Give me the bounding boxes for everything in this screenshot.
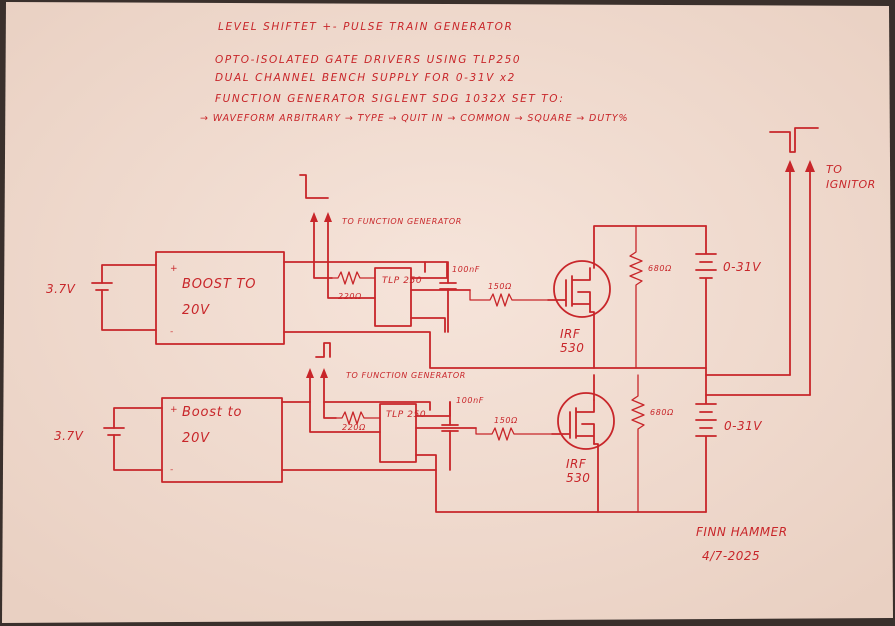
resistor-150-icon bbox=[469, 289, 549, 307]
supply-label: 0-31V bbox=[723, 260, 761, 274]
resistor-680-icon bbox=[631, 374, 645, 513]
boost-text-line-2: 20V bbox=[182, 303, 210, 318]
resistor-680-icon bbox=[629, 225, 643, 369]
capacitor-label: 100nF bbox=[456, 396, 484, 405]
to-ignitor-text: TO bbox=[826, 163, 842, 176]
minus-sign: - bbox=[170, 465, 174, 475]
resistor-150-icon bbox=[475, 427, 553, 441]
driver-text: TLP 250 bbox=[386, 410, 426, 420]
mosfet-text-line-2: 530 bbox=[560, 341, 584, 355]
resistor-gate-label: 220Ω bbox=[338, 292, 362, 301]
signature-name: FINN HAMMER bbox=[696, 525, 788, 539]
mosfet-symbol bbox=[547, 267, 591, 313]
supply-label: 0-31V bbox=[724, 419, 762, 433]
mosfet-symbol bbox=[551, 399, 595, 445]
pulse-waveform-icon bbox=[769, 127, 819, 153]
arrow-up-icon bbox=[306, 368, 314, 378]
supply-battery-icon bbox=[695, 225, 717, 369]
boost-text-line-2: 20V bbox=[182, 431, 210, 446]
supply-battery-icon bbox=[695, 374, 717, 513]
header-line-2: DUAL CHANNEL BENCH SUPPLY FOR 0-31V x2 bbox=[215, 72, 516, 84]
boost-label: BOOST TO 20V bbox=[182, 277, 261, 318]
signature-date: 4/7-2025 bbox=[702, 549, 760, 563]
arrow-up-icon bbox=[785, 160, 795, 172]
optocoupler-box bbox=[374, 267, 412, 327]
mosfet-drain-source-wires bbox=[589, 225, 707, 369]
plus-sign: + bbox=[170, 405, 178, 415]
mosfet-label: IRF 530 bbox=[566, 457, 591, 485]
resistor-series-label: 150Ω bbox=[488, 282, 512, 291]
battery-label: 3.7V bbox=[54, 429, 84, 443]
driver-text: TLP 250 bbox=[382, 276, 422, 286]
boost-output-wires bbox=[281, 401, 707, 513]
resistor-gate-label: 220Ω bbox=[342, 423, 366, 432]
supply-rail bbox=[323, 401, 431, 411]
to-function-generator-label: TO FUNCTION GENERATOR bbox=[346, 371, 466, 380]
to-ignitor-label: TO IGNITOR bbox=[826, 163, 876, 191]
mosfet-icon bbox=[557, 392, 615, 450]
boost-label: Boost to 20V bbox=[182, 405, 247, 446]
boost-text: BOOST TO bbox=[182, 277, 256, 292]
mosfet-text-line-2: 530 bbox=[566, 471, 590, 485]
header-line-3: FUNCTION GENERATOR SIGLENT SDG 1032X SET… bbox=[215, 93, 565, 105]
arrow-up-icon bbox=[324, 212, 332, 222]
pulse-waveform-icon bbox=[299, 174, 329, 199]
pulse-waveform-icon bbox=[315, 342, 331, 358]
resistor-load-label: 680Ω bbox=[648, 264, 672, 273]
minus-sign: - bbox=[170, 327, 174, 337]
battery-label: 3.7V bbox=[46, 282, 76, 296]
mosfet-text: IRF bbox=[566, 457, 587, 471]
supply-text: 0-31V bbox=[724, 419, 762, 433]
battery-wires bbox=[101, 264, 157, 331]
mosfet-drain-source-wires bbox=[593, 374, 599, 513]
resistor-220-icon bbox=[335, 411, 381, 425]
signature: FINN HAMMER 4/7-2025 bbox=[696, 525, 788, 563]
fg-input-wires bbox=[309, 401, 381, 433]
battery-wires bbox=[113, 407, 163, 471]
boost-converter-box bbox=[161, 397, 283, 483]
fg-input-wires bbox=[313, 261, 376, 299]
driver-output-wires bbox=[410, 261, 471, 333]
header-title: LEVEL SHIFTET +- PULSE TRAIN GENERATOR bbox=[218, 21, 513, 33]
header: LEVEL SHIFTET +- PULSE TRAIN GENERATOR O… bbox=[200, 21, 628, 124]
ignitor-output: TO IGNITOR bbox=[785, 160, 876, 396]
boost-converter-box bbox=[155, 251, 285, 345]
mosfet-label: IRF 530 bbox=[560, 327, 585, 355]
supply-text: 0-31V bbox=[723, 260, 761, 274]
boost-text: Boost to bbox=[182, 405, 242, 420]
header-line-4: → WAVEFORM ARBITRARY → TYPE → QUIT IN → … bbox=[200, 113, 628, 124]
channel-lower: TO FUNCTION GENERATOR 3.7V + - Boost to … bbox=[54, 342, 811, 513]
mosfet-icon bbox=[553, 260, 611, 318]
arrow-up-icon bbox=[805, 160, 815, 172]
to-ignitor-text-line-2: IGNITOR bbox=[826, 178, 876, 191]
driver-label: TLP 250 bbox=[382, 276, 422, 286]
resistor-220-icon bbox=[331, 271, 376, 285]
mosfet-text: IRF bbox=[560, 327, 581, 341]
optocoupler-box bbox=[379, 403, 417, 463]
arrow-up-icon bbox=[320, 368, 328, 378]
to-function-generator-label: TO FUNCTION GENERATOR bbox=[342, 217, 462, 226]
plus-sign: + bbox=[170, 264, 178, 274]
resistor-series-label: 150Ω bbox=[494, 416, 518, 425]
driver-label: TLP 250 bbox=[386, 410, 426, 420]
resistor-load-label: 680Ω bbox=[650, 408, 674, 417]
arrow-up-icon bbox=[310, 212, 318, 222]
channel-upper: TO FUNCTION GENERATOR 3.7V + - BOOST TO … bbox=[46, 174, 791, 376]
capacitor-label: 100nF bbox=[452, 265, 480, 274]
header-line-1: OPTO-ISOLATED GATE DRIVERS USING TLP250 bbox=[215, 54, 521, 66]
